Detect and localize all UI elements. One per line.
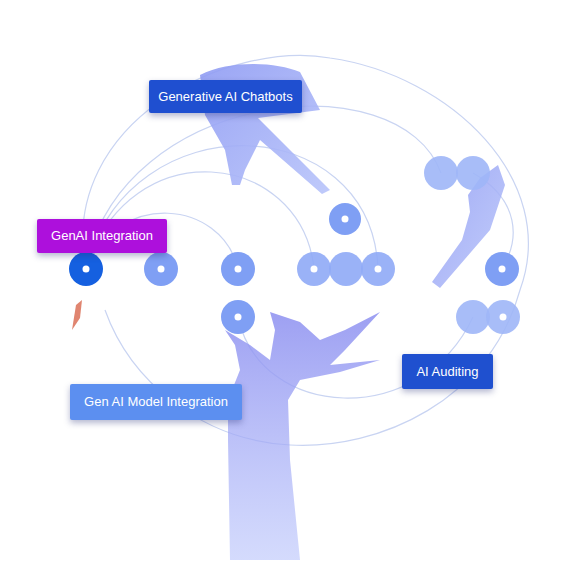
label-text: GenAI Integration	[51, 228, 153, 244]
label-box: Generative AI Chatbots	[149, 80, 302, 113]
label-box: Gen AI Model Integration	[70, 384, 242, 420]
hands	[72, 64, 505, 560]
label-text: AI Auditing	[416, 364, 478, 380]
label-box: GenAI Integration	[37, 219, 167, 253]
label-text: Generative AI Chatbots	[158, 89, 292, 105]
shard	[72, 300, 82, 330]
label-text: Gen AI Model Integration	[84, 394, 228, 410]
label-box: AI Auditing	[402, 354, 493, 389]
